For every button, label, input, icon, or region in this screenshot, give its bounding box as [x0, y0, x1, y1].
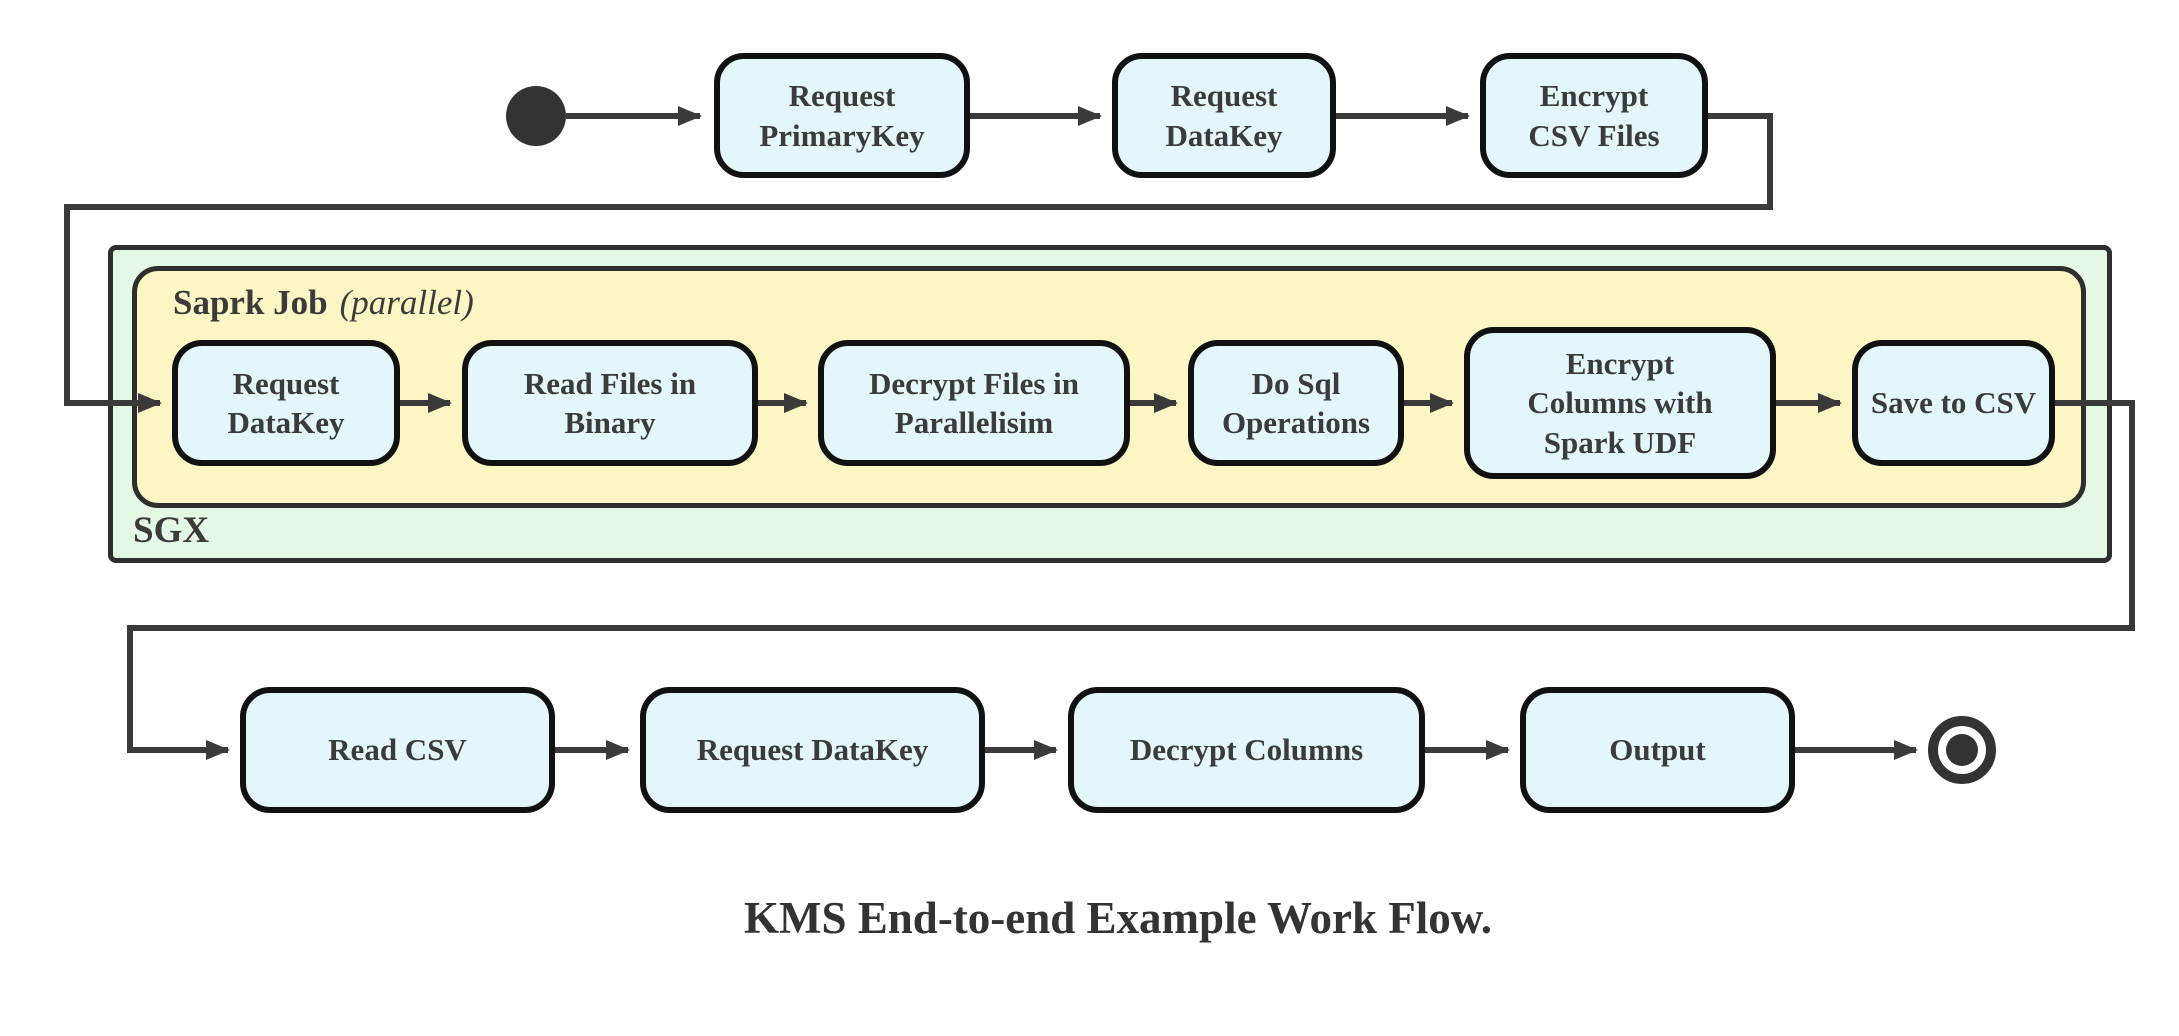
node-request-datakey-sgx: Request DataKey [172, 340, 400, 466]
node-output: Output [1520, 687, 1795, 813]
diagram-caption: KMS End-to-end Example Work Flow. [743, 893, 1493, 943]
node-label: Encrypt CSV Files [1528, 78, 1660, 153]
node-label: Request PrimaryKey [759, 78, 925, 153]
node-do-sql-operations: Do Sql Operations [1188, 340, 1404, 466]
node-read-csv: Read CSV [240, 687, 555, 813]
node-label: Read CSV [328, 732, 467, 768]
node-encrypt-csv-files: Encrypt CSV Files [1480, 53, 1708, 178]
node-label: Decrypt Columns [1129, 732, 1364, 768]
node-label: Encrypt Columns with Spark UDF [1527, 346, 1713, 460]
node-label: Request DataKey [1165, 78, 1283, 153]
node-label: Request DataKey [696, 732, 929, 768]
node-request-datakey-bottom: Request DataKey [640, 687, 985, 813]
start-node-icon [506, 86, 566, 146]
sgx-container-label: SGX [133, 510, 210, 551]
end-node-icon [1928, 716, 1996, 784]
node-label: Request DataKey [227, 365, 345, 440]
spark-job-label: Saprk Job (parallel) [173, 283, 474, 323]
node-request-primarykey: Request PrimaryKey [714, 53, 970, 178]
node-label: Save to CSV [1870, 385, 2037, 421]
arrow-save-csv-to-read-csv [127, 400, 2135, 760]
node-save-to-csv: Save to CSV [1852, 340, 2055, 466]
node-decrypt-columns: Decrypt Columns [1068, 687, 1425, 813]
arrow-encrypt-csv-to-sgx-request-datakey [64, 113, 1773, 413]
spark-job-mode: (parallel) [339, 283, 474, 322]
node-request-datakey-top: Request DataKey [1112, 53, 1336, 178]
node-label: Output [1609, 732, 1706, 768]
node-label: Do Sql Operations [1221, 365, 1371, 440]
node-read-files-in-binary: Read Files in Binary [462, 340, 758, 466]
node-encrypt-columns-with-spark-udf: Encrypt Columns with Spark UDF [1464, 327, 1776, 479]
node-label: Read Files in Binary [523, 365, 697, 440]
spark-job-title: Saprk Job [173, 283, 328, 322]
node-decrypt-files-in-parallelism: Decrypt Files in Parallelisim [818, 340, 1130, 466]
node-label: Decrypt Files in Parallelisim [868, 365, 1080, 440]
